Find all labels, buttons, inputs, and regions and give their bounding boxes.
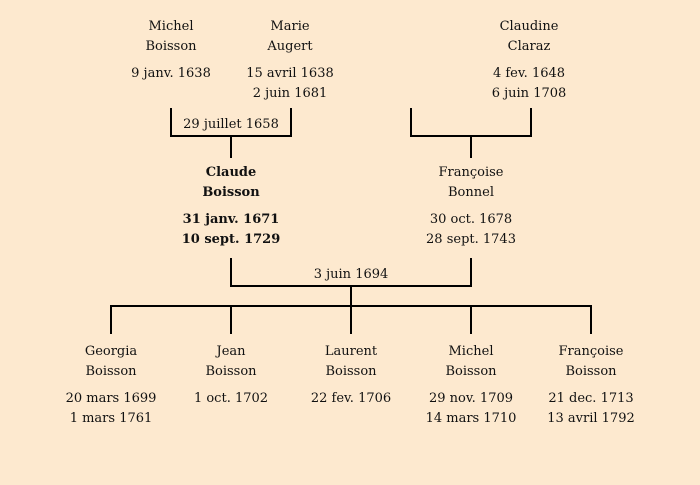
person-death-date: 6 juin 1708 — [491, 86, 567, 101]
person-first-name: Jean — [216, 344, 246, 359]
person-last-name: Bonnel — [448, 185, 494, 200]
person-birth-date: 29 nov. 1709 — [428, 391, 514, 406]
person-laurent-boisson: Laurent Boisson 22 fev. 1706 — [276, 342, 426, 409]
person-claude-boisson: Claude Boisson 31 janv. 1671 10 sept. 17… — [156, 163, 306, 250]
person-last-name: Augert — [267, 39, 313, 54]
person-jean-boisson: Jean Boisson 1 oct. 1702 — [156, 342, 306, 409]
person-birth-date: 1 oct. 1702 — [193, 391, 269, 406]
person-first-name: Michel — [148, 19, 194, 34]
person-last-name: Boisson — [445, 364, 497, 379]
person-death-date: 2 juin 1681 — [252, 86, 328, 101]
person-first-name: Marie — [270, 19, 310, 34]
person-first-name: Laurent — [324, 344, 378, 359]
person-first-name: Claude — [205, 165, 257, 180]
marriage-date-boisson-augert: 29 juillet 1658 — [183, 117, 279, 132]
person-birth-date: 4 fev. 1648 — [492, 66, 566, 81]
person-georgia-boisson: Georgia Boisson 20 mars 1699 1 mars 1761 — [36, 342, 186, 429]
person-michel-boisson-jr: Michel Boisson 29 nov. 1709 14 mars 1710 — [396, 342, 546, 429]
person-death-date: 28 sept. 1743 — [426, 232, 516, 247]
person-birth-date: 9 janv. 1638 — [131, 66, 211, 81]
person-michel-boisson-sr: Michel Boisson 9 janv. 1638 — [96, 17, 246, 84]
person-last-name: Boisson — [565, 364, 617, 379]
person-death-date: 10 sept. 1729 — [181, 232, 281, 247]
person-claudine-claraz: Claudine Claraz 4 fev. 1648 6 juin 1708 — [454, 17, 604, 104]
person-first-name: Françoise — [558, 344, 624, 359]
person-death-date: 13 avril 1792 — [547, 411, 635, 426]
person-marie-augert: Marie Augert 15 avril 1638 2 juin 1681 — [215, 17, 365, 104]
person-birth-date: 15 avril 1638 — [246, 66, 334, 81]
person-first-name: Claudine — [499, 19, 559, 34]
person-last-name: Boisson — [145, 39, 197, 54]
person-birth-date: 31 janv. 1671 — [182, 212, 280, 227]
person-birth-date: 22 fev. 1706 — [310, 391, 392, 406]
person-death-date: 14 mars 1710 — [425, 411, 517, 426]
person-last-name: Boisson — [202, 185, 260, 200]
person-birth-date: 21 dec. 1713 — [548, 391, 634, 406]
person-last-name: Claraz — [507, 39, 551, 54]
person-francoise-boisson: Françoise Boisson 21 dec. 1713 13 avril … — [516, 342, 666, 429]
person-last-name: Boisson — [85, 364, 137, 379]
person-first-name: Michel — [448, 344, 494, 359]
person-last-name: Boisson — [205, 364, 257, 379]
person-death-date: 1 mars 1761 — [69, 411, 153, 426]
person-first-name: Françoise — [438, 165, 504, 180]
person-birth-date: 20 mars 1699 — [65, 391, 157, 406]
person-birth-date: 30 oct. 1678 — [429, 212, 513, 227]
person-last-name: Boisson — [325, 364, 377, 379]
person-francoise-bonnel: Françoise Bonnel 30 oct. 1678 28 sept. 1… — [396, 163, 546, 250]
person-first-name: Georgia — [84, 344, 138, 359]
marriage-date-boisson-bonnel: 3 juin 1694 — [313, 267, 389, 282]
